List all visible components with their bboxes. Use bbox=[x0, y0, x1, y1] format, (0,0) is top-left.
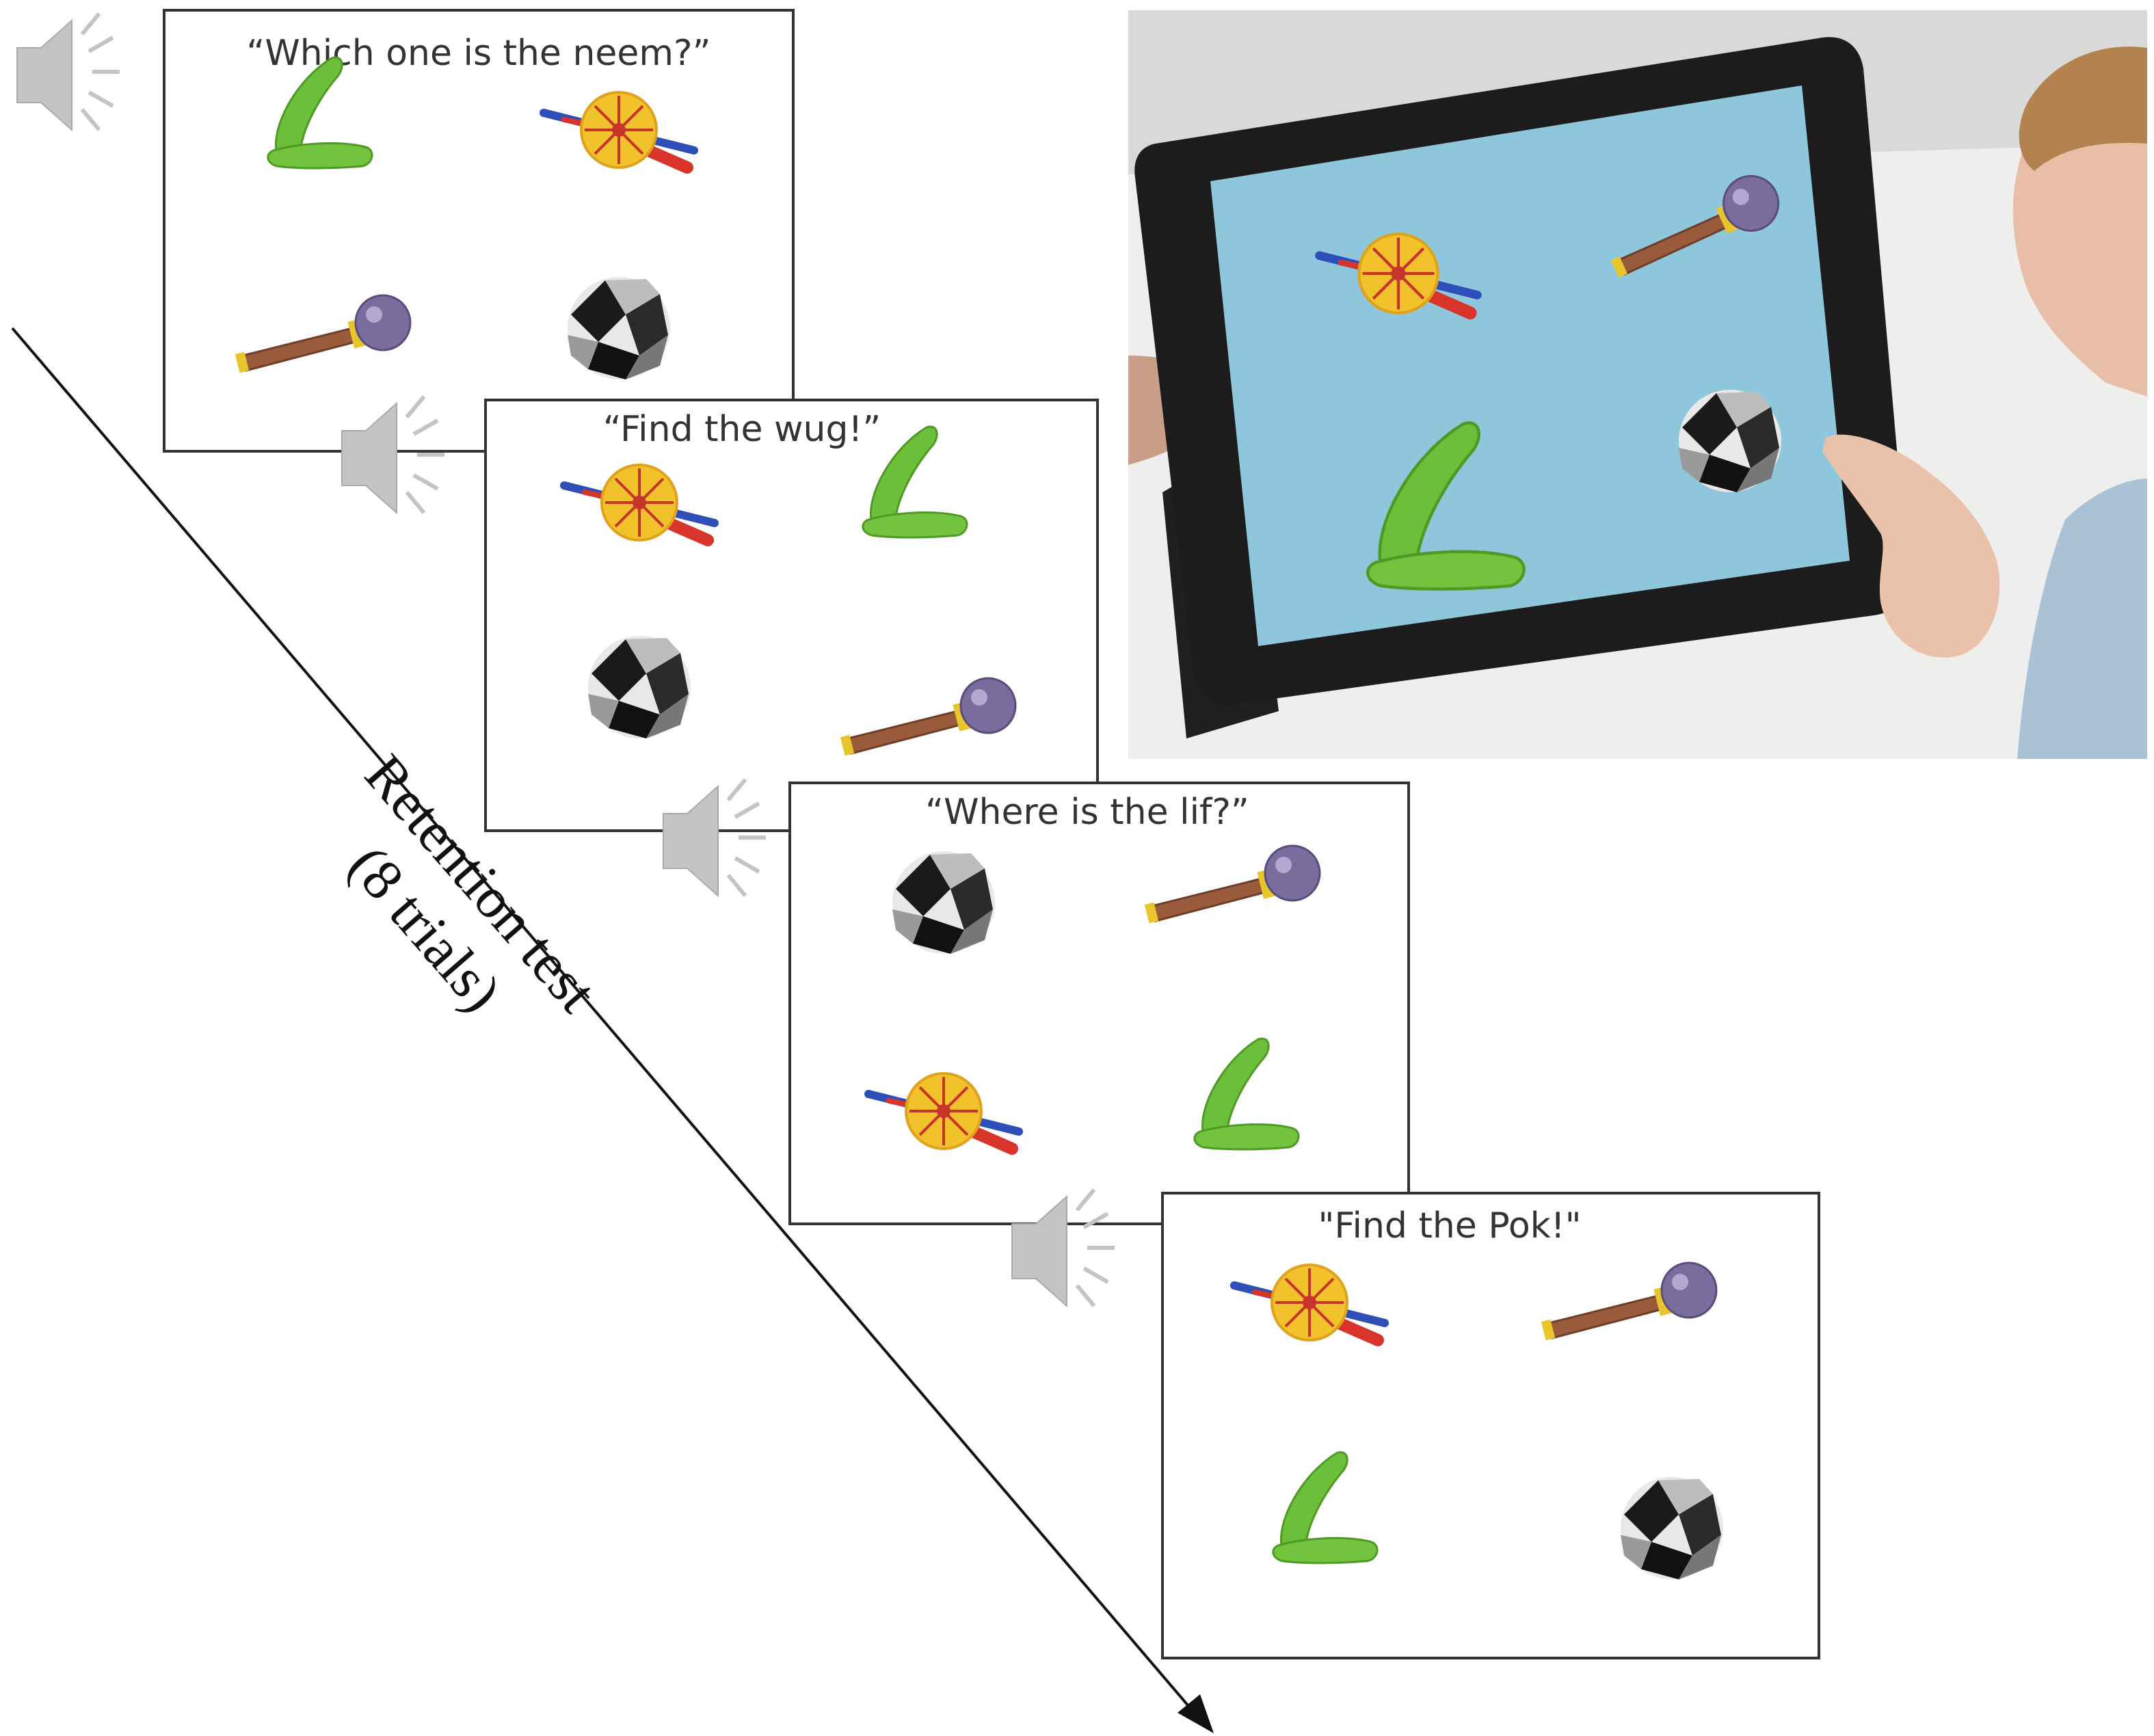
trial-screen-2: “Find the wug!” bbox=[484, 399, 1099, 832]
trial-screen-1: “Which one is the neem?” bbox=[163, 9, 795, 453]
speaker-icon bbox=[17, 14, 120, 130]
trial-prompt-4: "Find the Pok!" bbox=[1318, 1205, 1581, 1246]
checkered-ball-object bbox=[568, 277, 670, 379]
child-using-tablet-photo bbox=[1128, 10, 2147, 759]
trial-prompt-3: “Where is the lif?” bbox=[925, 792, 1249, 833]
timeline-arrow-head bbox=[1178, 1694, 1214, 1733]
checkered-ball-object bbox=[1621, 1477, 1723, 1579]
checkered-ball-object bbox=[892, 851, 995, 954]
trial-screen-4: "Find the Pok!" bbox=[1161, 1192, 1820, 1659]
child-pointing-hand bbox=[1822, 434, 2000, 658]
checkered-ball-object bbox=[588, 636, 691, 738]
tablet-screen bbox=[1210, 85, 1850, 646]
trial-prompt-2: “Find the wug!” bbox=[603, 409, 881, 450]
trial-screen-3: “Where is the lif?” bbox=[788, 782, 1410, 1225]
trial-prompt-1: “Which one is the neem?” bbox=[246, 33, 710, 74]
timeline-arrow-line bbox=[11, 327, 1201, 1721]
checkered-ball-object bbox=[1679, 390, 1781, 492]
